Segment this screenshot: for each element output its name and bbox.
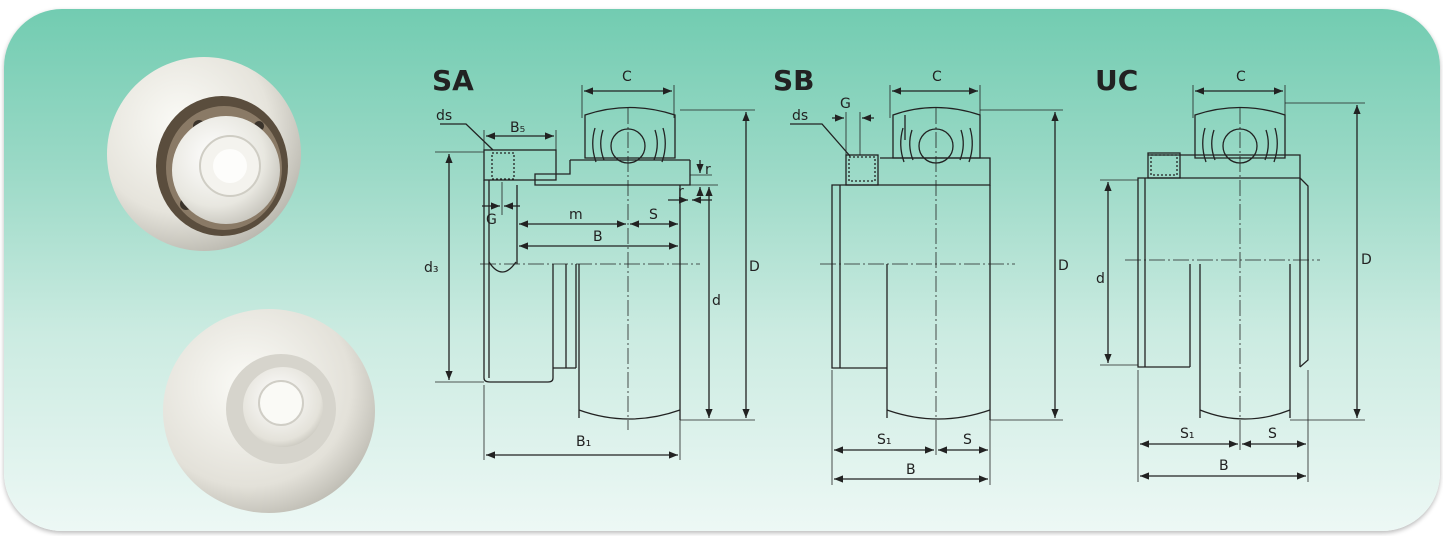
bearing-photo-top [107, 57, 301, 251]
sa-label-d3: d₃ [424, 260, 439, 276]
sa-title: SA [432, 64, 474, 97]
technical-drawings: SA C ds B₅ G r r m S B d₃ d D B₁ SB C G … [424, 64, 1372, 485]
bearing-photo-bottom [163, 309, 375, 513]
sb-drawing [790, 85, 1063, 485]
sb-label-big-d: D [1058, 258, 1069, 274]
sa-label-b: B [593, 229, 603, 245]
uc-label-s: S [1268, 426, 1277, 442]
sb-label-s: S [963, 432, 972, 448]
uc-label-c: C [1236, 69, 1246, 85]
sa-label-b5: B₅ [510, 120, 525, 136]
background-panel: SA C ds B₅ G r r m S B d₃ d D B₁ SB C G … [4, 9, 1440, 531]
uc-title: UC [1095, 64, 1138, 97]
sb-title: SB [773, 64, 815, 97]
sb-label-c: C [932, 69, 942, 85]
sa-label-big-d: D [749, 259, 760, 275]
uc-label-b: B [1219, 458, 1229, 474]
sb-label-b: B [906, 462, 916, 478]
sa-label-r-top: r [705, 162, 711, 178]
sa-label-r-mid: r [678, 184, 684, 200]
uc-label-big-d: D [1361, 252, 1372, 268]
sa-label-g: G [486, 212, 497, 228]
sa-label-d: d [712, 293, 721, 309]
sb-label-s1: S₁ [877, 432, 892, 448]
sa-label-b1: B₁ [576, 434, 591, 450]
uc-drawing [1100, 85, 1365, 482]
sa-label-s: S [649, 207, 658, 223]
sb-label-g: G [840, 96, 851, 112]
sa-label-ds: ds [436, 108, 452, 124]
sa-drawing [435, 85, 755, 460]
sa-label-c: C [622, 69, 632, 85]
sa-label-m: m [569, 207, 583, 223]
sb-label-ds: ds [792, 108, 808, 124]
uc-label-d: d [1096, 271, 1105, 287]
uc-label-s1: S₁ [1180, 426, 1195, 442]
